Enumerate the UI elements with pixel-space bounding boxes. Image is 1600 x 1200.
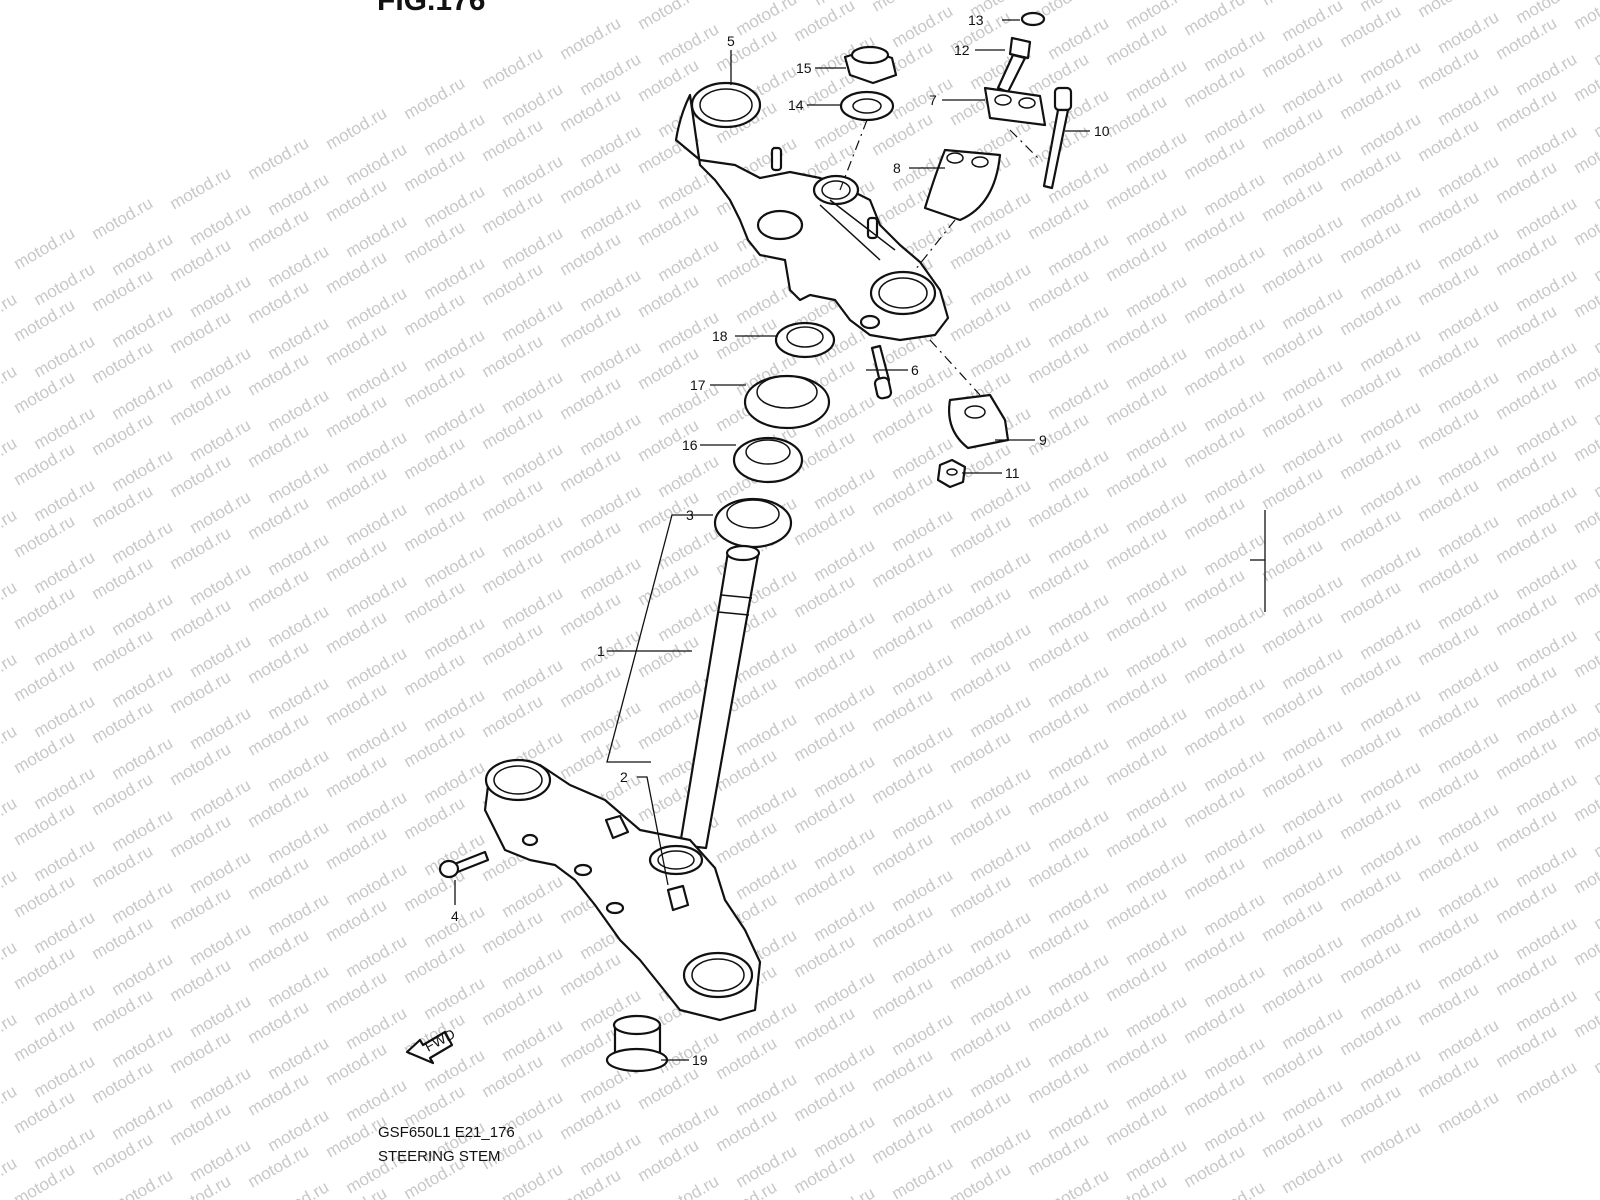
callout-9: 9 (1039, 432, 1047, 448)
upper-bracket (674, 81, 950, 342)
stem-lower-bracket (483, 544, 762, 1022)
figure-title: FIG.176 (377, 0, 486, 17)
nut-15 (843, 45, 898, 85)
callout-14: 14 (788, 97, 804, 113)
callout-4: 4 (451, 908, 459, 924)
callout-8: 8 (893, 160, 901, 176)
callout-2: 2 (620, 769, 628, 785)
callout-1: 1 (597, 643, 605, 659)
bolt-4 (438, 850, 490, 879)
callout-10: 10 (1094, 123, 1110, 139)
callout-6: 6 (911, 362, 919, 378)
callout-13: 13 (968, 12, 984, 28)
bolt-10 (1042, 86, 1073, 190)
nut-11 (936, 458, 967, 489)
washer-14 (839, 90, 895, 122)
callout-16: 16 (682, 437, 698, 453)
callout-5: 5 (727, 33, 735, 49)
leader-lines (454, 19, 1266, 1061)
diagram-name: STEERING STEM (378, 1148, 501, 1165)
cap-13 (1020, 11, 1046, 27)
callout-18: 18 (712, 328, 728, 344)
callout-7: 7 (929, 92, 937, 108)
holder-9 (948, 393, 1010, 450)
model-code: GSF650L1 E21_176 (378, 1124, 515, 1141)
bolt-6 (870, 344, 893, 400)
callout-11: 11 (1005, 465, 1020, 481)
callout-17: 17 (690, 377, 706, 393)
bushing-19 (605, 1014, 669, 1073)
fwd-arrow-icon: FWD (405, 1026, 458, 1065)
holder-upper-7 (983, 86, 1047, 127)
nut-18 (774, 321, 836, 359)
callout-19: 19 (692, 1052, 708, 1068)
callout-labels: 5 13 12 15 14 7 8 10 18 6 17 16 9 11 3 1… (451, 12, 1110, 1068)
callout-12: 12 (954, 42, 970, 58)
bolt-12 (996, 36, 1032, 94)
callout-15: 15 (796, 60, 812, 76)
holder-lower-8 (923, 148, 1002, 222)
bearing-16 (732, 436, 804, 484)
bearing-3 (713, 497, 793, 549)
seal-17 (743, 374, 831, 430)
callout-3: 3 (686, 507, 694, 523)
